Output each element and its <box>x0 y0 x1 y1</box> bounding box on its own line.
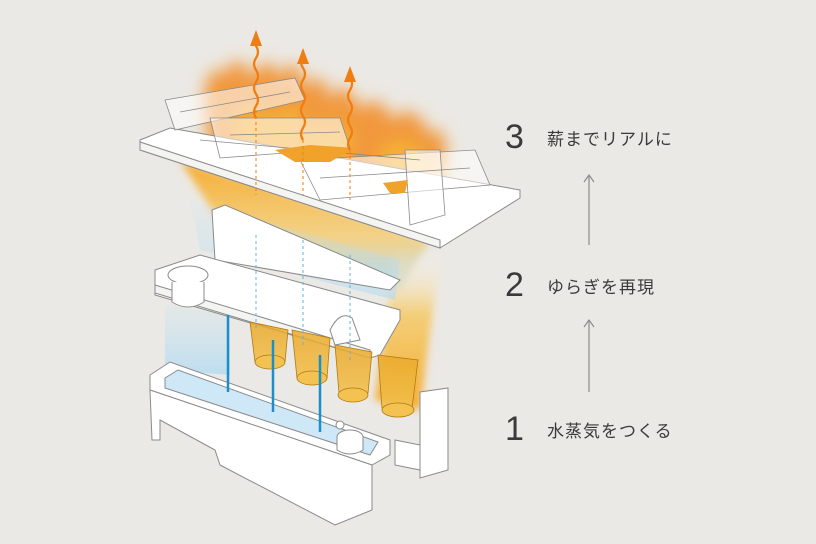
step-1-number: 1 <box>505 410 524 448</box>
flow-lines <box>226 110 352 432</box>
rising-flame-arrows <box>252 38 354 151</box>
arrowheads <box>250 30 356 82</box>
wavy-arrow-1 <box>252 38 260 119</box>
step-arrows <box>583 173 595 392</box>
water-tank <box>149 361 391 526</box>
step-2-label: ゆらぎを再現 <box>547 278 655 298</box>
step-3-label: 薪までリアルに <box>547 130 673 150</box>
ultrasonic-cups <box>249 321 419 418</box>
step-3-number: 3 <box>505 118 524 156</box>
step-1-label: 水蒸気をつくる <box>547 422 673 442</box>
step-3: 3 薪までリアルに <box>505 118 673 157</box>
wavy-arrow-3 <box>346 72 354 151</box>
step-1: 1 水蒸気をつくる <box>505 410 673 449</box>
arrowhead-1 <box>250 30 262 46</box>
step-2-number: 2 <box>505 266 524 304</box>
flame-openings <box>275 145 408 193</box>
wavy-arrow-2 <box>299 50 307 141</box>
rear-stand <box>394 387 449 479</box>
step-2: 2 ゆらぎを再現 <box>505 266 655 305</box>
arrowhead-2 <box>297 48 309 64</box>
arrowhead-3 <box>344 66 356 82</box>
